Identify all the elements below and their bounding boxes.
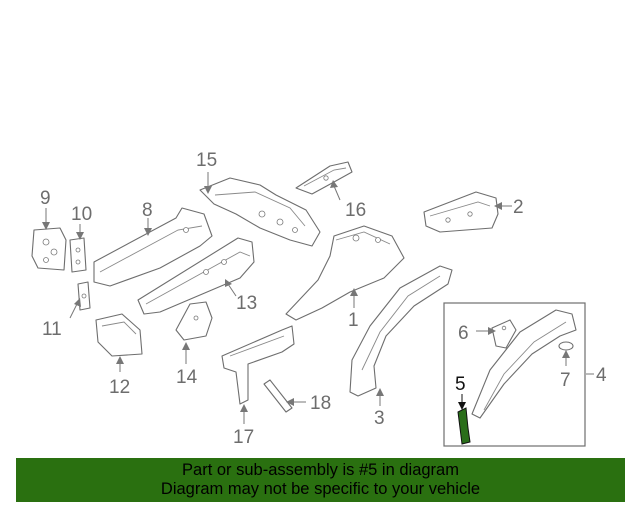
callout-10: 10 — [71, 204, 92, 225]
callout-5: 5 — [455, 374, 466, 395]
leader-lines — [42, 172, 594, 424]
callout-8: 8 — [142, 200, 153, 221]
part-15 — [199, 177, 321, 247]
part-17 — [221, 325, 295, 405]
callout-1: 1 — [348, 310, 359, 331]
callout-7: 7 — [560, 370, 571, 391]
info-banner: Part or sub-assembly is #5 in diagram Di… — [16, 458, 625, 502]
callout-16: 16 — [345, 200, 366, 221]
part-3 — [349, 265, 453, 397]
parts-diagram: 15 16 2 9 10 8 11 13 12 14 17 18 1 3 4 6… — [31, 150, 607, 448]
part-13 — [137, 237, 255, 315]
callout-4: 4 — [596, 365, 607, 386]
callout-12: 12 — [109, 377, 130, 398]
callout-14: 14 — [176, 367, 198, 388]
part-6 — [491, 319, 517, 349]
part-2 — [423, 191, 499, 233]
part-16 — [295, 161, 353, 195]
callout-17: 17 — [233, 427, 254, 448]
callout-15: 15 — [196, 150, 217, 171]
part-8 — [93, 207, 213, 287]
callout-13: 13 — [236, 293, 257, 314]
callout-11: 11 — [42, 319, 62, 340]
banner-line-2: Diagram may not be specific to your vehi… — [160, 480, 481, 498]
part-14 — [175, 301, 213, 341]
callout-3: 3 — [374, 408, 385, 429]
callout-18: 18 — [310, 393, 331, 414]
callout-2: 2 — [513, 197, 524, 218]
callout-9: 9 — [40, 188, 51, 209]
part-5 — [457, 407, 471, 445]
part-7 — [558, 341, 574, 351]
part-10 — [69, 237, 87, 273]
inset-box — [443, 302, 586, 447]
part-9 — [31, 227, 67, 271]
part-18 — [263, 379, 293, 413]
part-4 — [471, 309, 577, 419]
part-12 — [95, 313, 143, 357]
part-1 — [285, 225, 405, 321]
banner-line-1: Part or sub-assembly is #5 in diagram — [182, 461, 459, 479]
callout-6: 6 — [458, 323, 469, 344]
